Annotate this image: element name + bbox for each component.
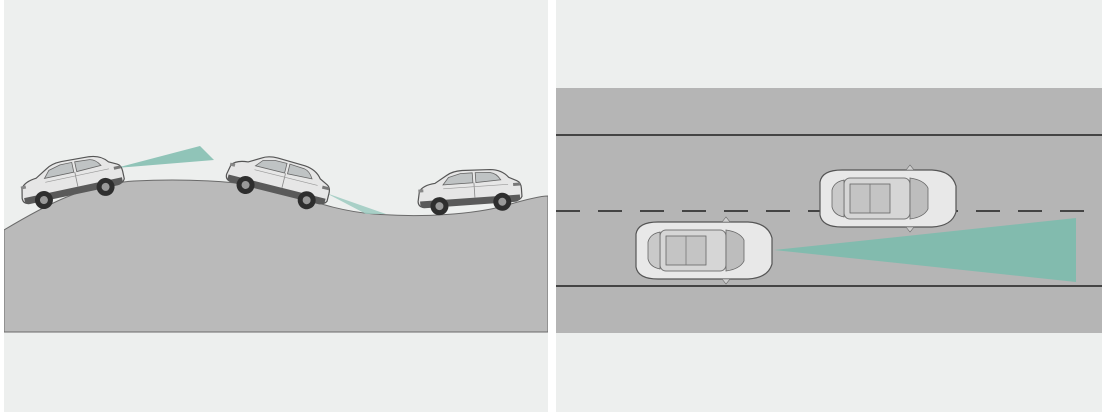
- car-top-view-icon: [636, 217, 772, 284]
- suv-level-icon: [416, 166, 523, 216]
- hill-scenario-illustration: [4, 0, 548, 412]
- road-scenario-illustration: [556, 0, 1102, 412]
- sensor-beam-uphill: [116, 146, 214, 168]
- road-scenario-panel: [556, 0, 1102, 412]
- car-top-view-icon: [820, 165, 956, 232]
- hill-scenario-panel: [4, 0, 548, 412]
